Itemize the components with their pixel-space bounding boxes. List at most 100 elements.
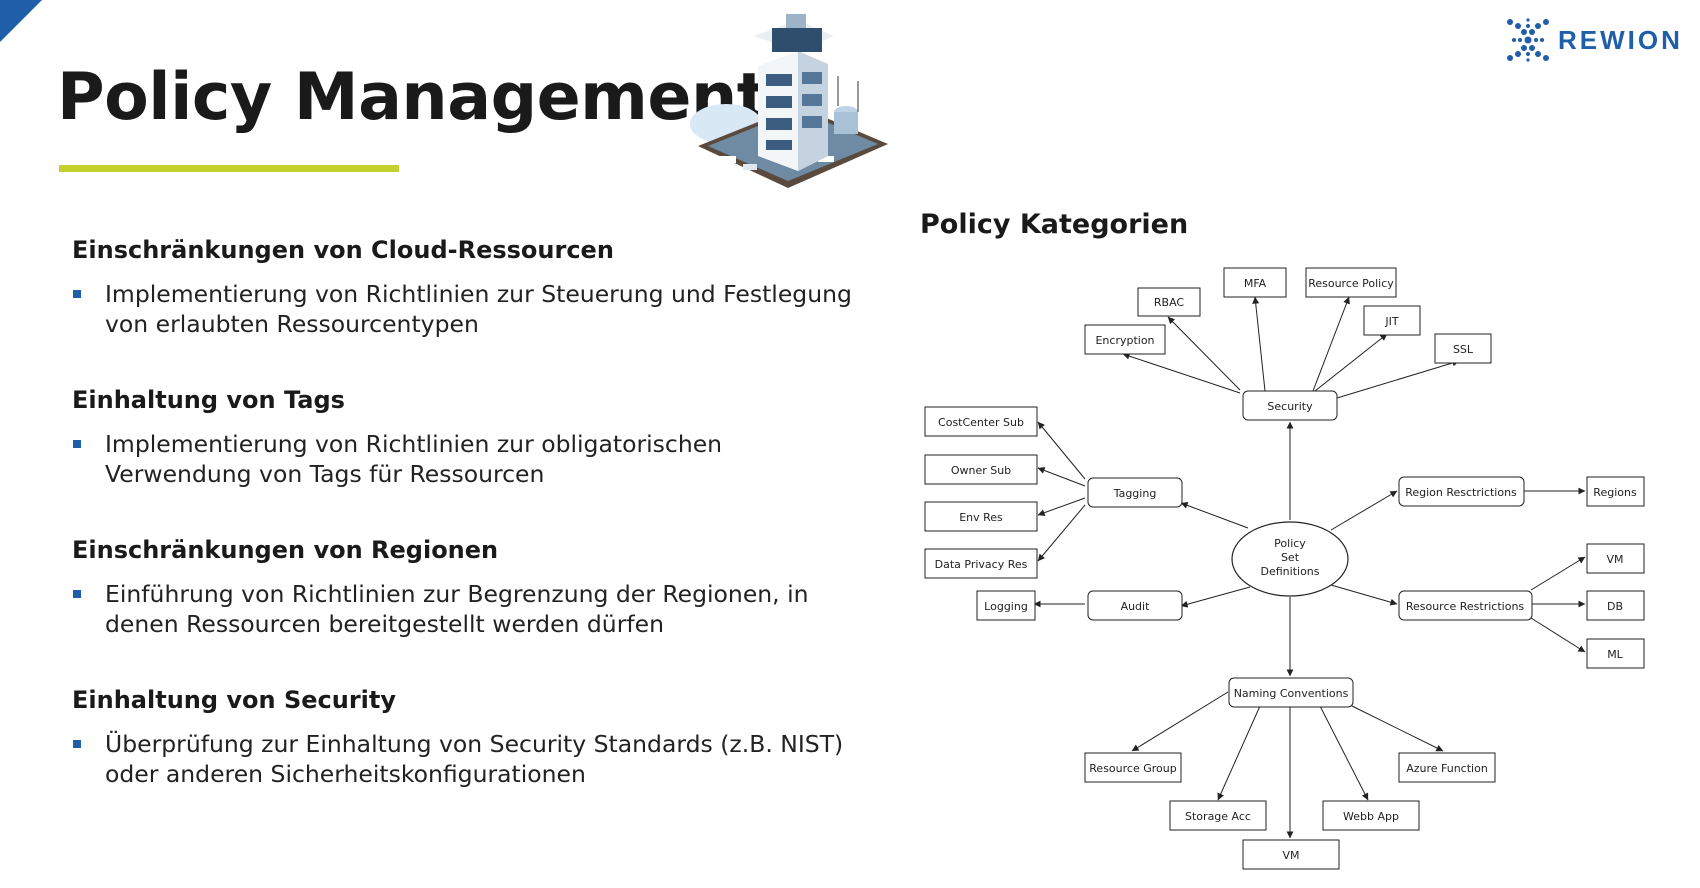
- edge: [1530, 617, 1586, 653]
- node-label: Audit: [1121, 600, 1151, 613]
- center-node-label: Policy: [1274, 537, 1306, 550]
- node-label: Tagging: [1113, 487, 1157, 500]
- node-label: Data Privacy Res: [935, 558, 1028, 571]
- node-region-restrictions: Region Resctrictions: [1398, 476, 1525, 507]
- node-audit: Audit: [1087, 590, 1183, 621]
- node-label: MFA: [1244, 277, 1267, 290]
- node-resource-policy: Resource Policy: [1305, 267, 1397, 298]
- node-jit: JIT: [1363, 305, 1421, 336]
- edge: [1037, 497, 1086, 517]
- edge: [1252, 296, 1266, 392]
- node-label: VM: [1282, 849, 1299, 862]
- node-db: DB: [1586, 590, 1645, 621]
- node-label: SSL: [1453, 343, 1474, 356]
- section-heading: Einhaltung von Tags: [72, 386, 345, 414]
- center-node: [1231, 521, 1349, 597]
- node-resource-group: Resource Group: [1084, 752, 1182, 783]
- edge: [1530, 556, 1586, 591]
- edge: [1330, 490, 1398, 531]
- node-owner-sub: Owner Sub: [924, 454, 1038, 485]
- node-mfa: MFA: [1223, 267, 1287, 298]
- bullet-line: denen Ressourcen bereitgestellt werden d…: [105, 610, 664, 638]
- node-label: Naming Conventions: [1234, 687, 1349, 700]
- bullet-marker: [73, 590, 81, 598]
- node-env-res: Env Res: [924, 501, 1038, 532]
- bullet-item: Überprüfung zur Einhaltung von Security …: [72, 729, 862, 789]
- node-label: Azure Function: [1406, 762, 1488, 775]
- node-label: Regions: [1593, 486, 1637, 499]
- bullet-line: oder anderen Sicherheitskonfigurationen: [105, 760, 586, 788]
- diagram-title: Policy Kategorien: [920, 209, 1189, 240]
- rewion-logo-text: REWION: [1558, 24, 1683, 55]
- node-label: Encryption: [1095, 334, 1154, 347]
- bullet-marker: [73, 290, 81, 298]
- node-label: DB: [1607, 600, 1623, 613]
- node-label: RBAC: [1154, 296, 1185, 309]
- bullet-item: Einführung von Richtlinien zur Begrenzun…: [72, 579, 862, 639]
- section-heading: Einschränkungen von Regionen: [72, 536, 499, 564]
- bullet-line: von erlaubten Ressourcentypen: [105, 310, 479, 338]
- node-label: Owner Sub: [951, 464, 1011, 477]
- node-azure-function: Azure Function: [1398, 752, 1496, 783]
- edge: [1217, 705, 1261, 801]
- section-heading: Einschränkungen von Cloud-Ressourcen: [72, 236, 614, 264]
- edge: [1351, 705, 1444, 752]
- section-regions: Einschränkungen von Regionen Einführung …: [72, 536, 862, 639]
- center-node-label: Definitions: [1261, 565, 1320, 578]
- node-logging: Logging: [976, 590, 1036, 621]
- node-data-privacy-res: Data Privacy Res: [924, 548, 1038, 579]
- section-cloud-resources: Einschränkungen von Cloud-Ressourcen Imp…: [72, 236, 862, 339]
- edge: [1180, 502, 1249, 529]
- node-label: JIT: [1384, 315, 1398, 328]
- section-tags: Einhaltung von Tags Implementierung von …: [72, 386, 862, 489]
- page-title: Policy Management: [57, 60, 768, 135]
- edge: [1330, 584, 1398, 606]
- node-rbac: RBAC: [1137, 287, 1201, 317]
- edge: [1037, 467, 1086, 487]
- node-encryption: Encryption: [1084, 324, 1166, 355]
- section-heading: Einhaltung von Security: [72, 686, 397, 714]
- rewion-logo: REWION: [1504, 16, 1683, 64]
- node-naming-conventions: Naming Conventions: [1228, 677, 1354, 708]
- node-label: Logging: [984, 600, 1028, 613]
- node-label: ML: [1607, 648, 1623, 661]
- node-label: Security: [1267, 400, 1313, 413]
- bullet-marker: [73, 740, 81, 748]
- bullet-line: Implementierung von Richtlinien zur obli…: [105, 430, 723, 458]
- title-underline: [59, 165, 399, 172]
- bullet-line: Implementierung von Richtlinien zur Steu…: [105, 280, 852, 308]
- node-label: Region Resctrictions: [1405, 486, 1517, 499]
- center-node-label: Set: [1281, 551, 1300, 564]
- edge: [1319, 705, 1369, 801]
- edge: [1312, 296, 1350, 392]
- node-webb-app: Webb App: [1322, 800, 1420, 831]
- node-resource-restrictions: Resource Restrictions: [1398, 590, 1533, 621]
- bullet-item: Implementierung von Richtlinien zur Steu…: [72, 279, 862, 339]
- content-sections: Einschränkungen von Cloud-Ressourcen Imp…: [72, 236, 862, 836]
- node-storage-acc: Storage Acc: [1169, 800, 1267, 831]
- edge: [1131, 691, 1229, 752]
- bullet-line: Überprüfung zur Einhaltung von Security …: [105, 730, 844, 758]
- bullet-marker: [73, 440, 81, 448]
- bullet-line: Einführung von Richtlinien zur Begrenzun…: [105, 580, 809, 608]
- node-ssl: SSL: [1434, 333, 1492, 364]
- node-label: Env Res: [959, 511, 1003, 524]
- bullet-line: Verwendung von Tags für Ressourcen: [105, 460, 545, 488]
- edge: [1037, 421, 1086, 480]
- rewion-logo-icon: [1507, 18, 1549, 62]
- node-label: Resource Group: [1089, 762, 1176, 775]
- node-label: CostCenter Sub: [938, 416, 1024, 429]
- edge: [1180, 586, 1251, 608]
- building-illustration: [690, 14, 888, 188]
- edge: [1314, 333, 1388, 392]
- node-vm-restriction: VM: [1586, 543, 1645, 574]
- node-regions: Regions: [1586, 476, 1645, 507]
- section-security: Einhaltung von Security Überprüfung zur …: [72, 686, 862, 789]
- node-vm-naming: VM: [1242, 839, 1340, 870]
- node-label: Resource Policy: [1308, 277, 1394, 290]
- node-label: Storage Acc: [1185, 810, 1251, 823]
- bullet-item: Implementierung von Richtlinien zur obli…: [72, 429, 862, 489]
- edge: [1167, 316, 1241, 391]
- node-costcenter-sub: CostCenter Sub: [924, 406, 1038, 437]
- corner-accent: [0, 0, 42, 42]
